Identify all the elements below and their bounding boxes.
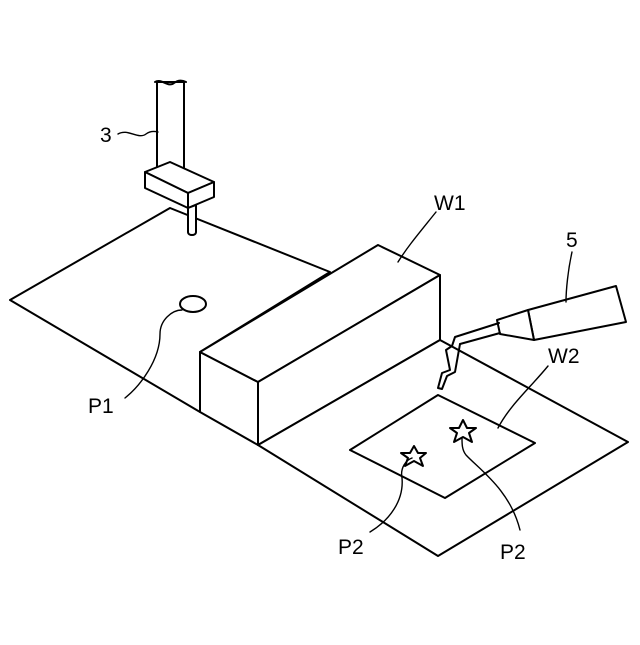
torch-tip: [188, 205, 196, 235]
label-probe: 5: [566, 229, 578, 252]
leader-5: [566, 252, 572, 302]
label-p2-left: P2: [338, 536, 364, 559]
label-w1: W1: [434, 192, 466, 215]
probe-rod-lower: [460, 333, 500, 344]
leader-3: [118, 131, 158, 135]
torch-shaft: [157, 82, 184, 175]
probe-handle: [528, 286, 626, 340]
label-w2: W2: [548, 345, 580, 368]
leader-w1: [398, 212, 436, 262]
probe-neck: [497, 310, 534, 340]
label-p2-right: P2: [500, 541, 526, 564]
label-p1: P1: [88, 395, 114, 418]
label-torch: 3: [100, 124, 112, 147]
